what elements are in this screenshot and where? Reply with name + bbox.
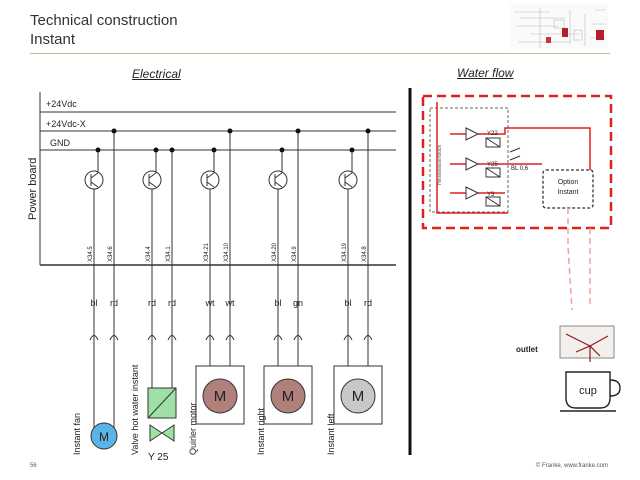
valve-y22-label: Y22 — [487, 131, 498, 137]
cup-label: cup — [579, 385, 597, 397]
rail-gnd-label: GND — [50, 138, 71, 148]
wire-color-label: wt — [225, 298, 235, 308]
instant-module-outline — [421, 94, 613, 230]
wire-color-label: bl — [90, 298, 97, 308]
channel-2 — [195, 128, 245, 425]
wire-color-label: rd — [364, 298, 372, 308]
title-line-2: Instant — [30, 31, 76, 48]
title-rule — [30, 53, 610, 54]
channel-0 — [84, 128, 119, 450]
valve-coil-icon — [147, 387, 177, 419]
valve-body-icon — [149, 424, 175, 442]
pin-label: X34.5 — [88, 246, 94, 262]
option-label-2: Instant — [557, 189, 578, 196]
wire-color-label: rd — [148, 298, 156, 308]
copyright: © Franke, www.franke.com — [535, 463, 608, 469]
block-label: Heisswasserblock — [437, 144, 443, 185]
pin-label: X34.8 — [362, 246, 368, 262]
restrictor-label: BL 0,6 — [511, 166, 529, 172]
page-number: 56 — [30, 463, 37, 469]
wire-color-label: gn — [293, 298, 303, 308]
pin-label: X34.6 — [108, 246, 114, 262]
fan-motor-icon — [90, 422, 118, 450]
option-label-1: Option — [558, 179, 579, 186]
pin-label: X34.21 — [204, 242, 210, 262]
device-name-label: Valve hot water instant — [130, 364, 140, 455]
wire-color-label: rd — [168, 298, 176, 308]
rail-24vdc-label: +24Vdc — [46, 99, 77, 109]
channel-4 — [333, 128, 383, 425]
device-name-label: Instant fan — [72, 413, 82, 455]
wire-color-label: rd — [110, 298, 118, 308]
option-instant-box — [542, 169, 594, 209]
outlet-label: outlet — [516, 345, 538, 354]
valve-id-label: Y 25 — [148, 452, 169, 463]
wire-color-label: wt — [205, 298, 215, 308]
device-name-label: Instant left — [326, 413, 336, 455]
water-flow-heading: Water flow — [457, 66, 514, 80]
valve-y25-label: Y25 — [487, 162, 498, 168]
title-line-1: Technical construction — [30, 12, 178, 29]
channel-1 — [142, 147, 177, 442]
pin-label: X34.19 — [342, 242, 348, 262]
motor-symbol: M — [214, 388, 227, 405]
channel-3 — [263, 128, 313, 425]
pin-label: X34.1 — [166, 246, 172, 262]
electrical-heading: Electrical — [132, 67, 181, 81]
power-board-label: Power board — [27, 158, 39, 220]
pin-label: X34.20 — [272, 242, 278, 262]
rail-24vdc-x-label: +24Vdc-X — [46, 119, 86, 129]
pin-label: X34.4 — [146, 246, 152, 262]
page-title: Technical construction Instant — [30, 11, 178, 49]
device-name-label: Instant right — [256, 407, 266, 455]
schematic-thumbnail — [510, 4, 608, 50]
pin-label: X34.10 — [224, 242, 230, 262]
pin-label: X34.9 — [292, 246, 298, 262]
wire-color-label: bl — [274, 298, 281, 308]
cup-icon — [565, 371, 611, 409]
motor-icon — [202, 378, 238, 414]
motor-icon — [270, 378, 306, 414]
motor-icon — [340, 378, 376, 414]
motor-symbol: M — [282, 388, 295, 405]
motor-symbol: M — [352, 388, 365, 405]
wire-color-label: bl — [344, 298, 351, 308]
fan-motor-symbol: M — [99, 430, 109, 444]
heisswasserblock — [429, 107, 509, 213]
device-name-label: Quirler motor — [188, 402, 198, 455]
outlet-body — [559, 325, 615, 359]
valve-y3-label: Y3 — [487, 192, 495, 198]
